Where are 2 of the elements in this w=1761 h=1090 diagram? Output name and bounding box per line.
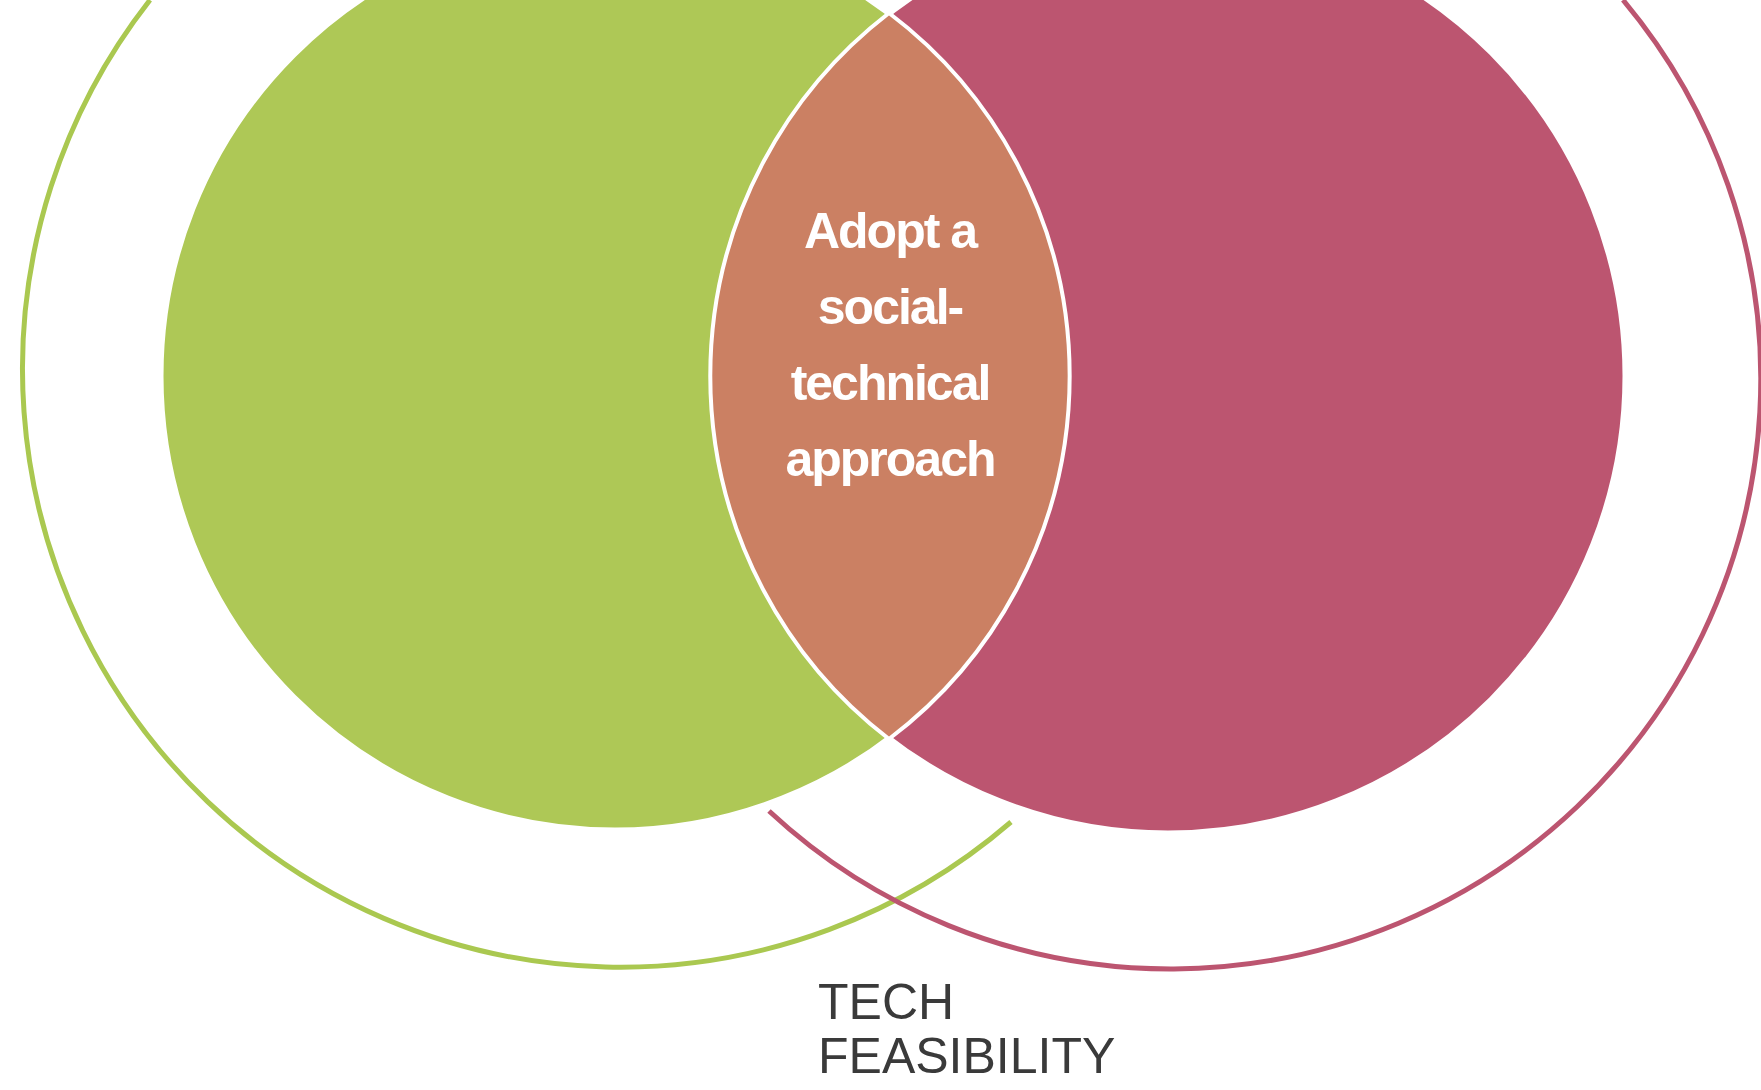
axis-label: TECH FEASIBILITY (818, 975, 1117, 1083)
overlap-text: Adopt a social-technical approach (784, 202, 996, 489)
